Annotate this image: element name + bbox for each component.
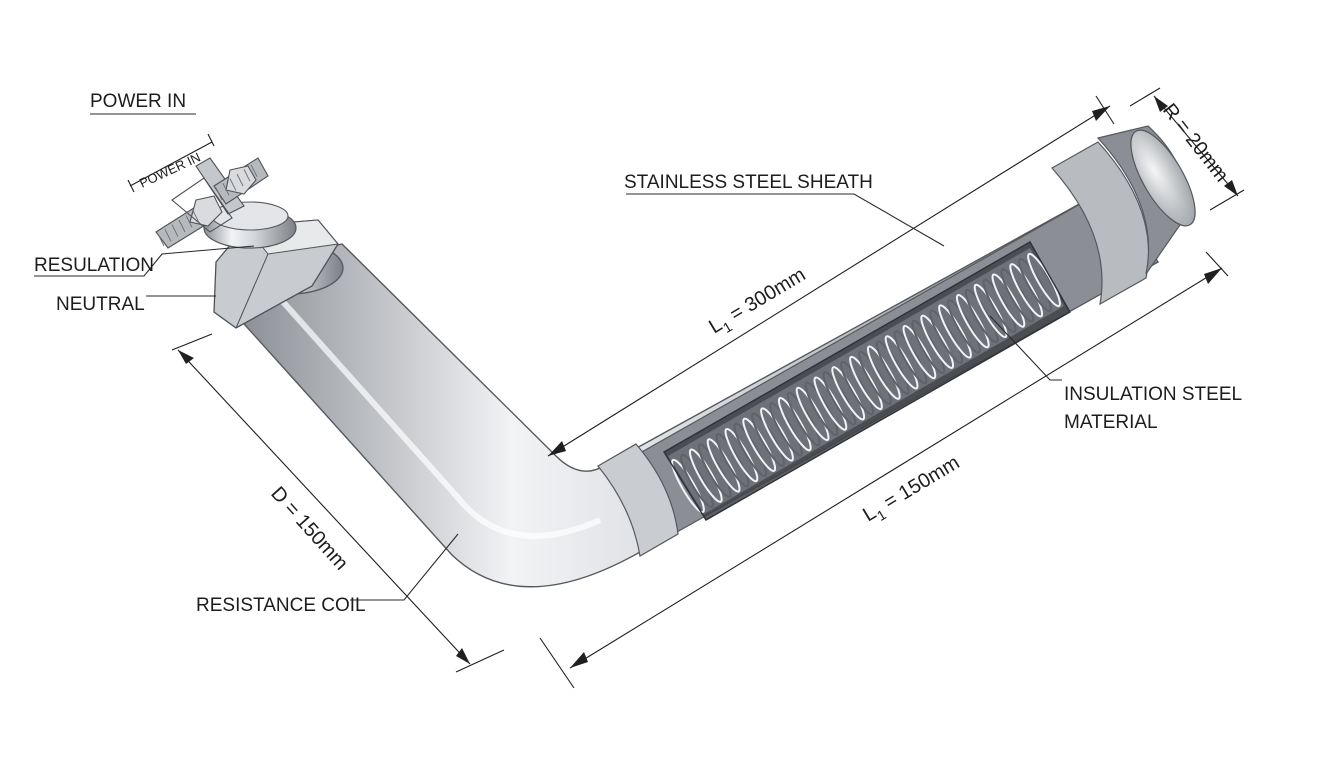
thread-line bbox=[185, 215, 193, 228]
coil-turn bbox=[964, 288, 999, 344]
thread-line bbox=[171, 224, 179, 237]
dim-l1-300: L1 = 300mm bbox=[705, 264, 811, 342]
coil-turn bbox=[724, 427, 759, 483]
thread-line bbox=[243, 169, 251, 182]
coil-turn bbox=[1009, 263, 1044, 318]
coil-turn bbox=[1000, 268, 1035, 323]
coil-turn bbox=[902, 324, 937, 380]
coil-turn bbox=[786, 391, 821, 447]
dimension-lines bbox=[127, 87, 1245, 689]
coil-turn bbox=[955, 294, 990, 349]
thread-line bbox=[215, 187, 223, 201]
coil-turn bbox=[697, 443, 732, 498]
coil-turn bbox=[751, 412, 785, 467]
coil-turn bbox=[911, 319, 946, 375]
coil-turn bbox=[1018, 257, 1052, 313]
thread-line bbox=[236, 173, 244, 187]
coil-turn bbox=[760, 407, 794, 462]
cutaway-window bbox=[663, 241, 1071, 521]
coil-turn bbox=[991, 273, 1026, 328]
label-insulation-line2: MATERIAL bbox=[1064, 412, 1158, 433]
label-power-in-small: POWER IN bbox=[137, 149, 203, 190]
thread-line bbox=[157, 233, 165, 247]
coil-turn bbox=[938, 304, 972, 359]
coil-turn bbox=[920, 314, 955, 369]
label-insulation-line1: INSULATION STEEL bbox=[1064, 384, 1242, 405]
collar-band bbox=[597, 443, 679, 557]
label-neutral: NEUTRAL bbox=[56, 294, 145, 315]
coil-turn bbox=[733, 422, 768, 478]
leader-lines bbox=[34, 113, 1062, 601]
coil-turn bbox=[813, 376, 848, 431]
coil-turn bbox=[982, 278, 1017, 333]
coil-turn bbox=[671, 458, 705, 514]
coil-turn bbox=[822, 371, 857, 426]
coil-turn bbox=[893, 330, 928, 385]
coil-turn bbox=[715, 433, 750, 488]
coil-turn bbox=[947, 299, 981, 354]
coil-turn bbox=[849, 355, 883, 411]
coil-turn bbox=[769, 402, 803, 457]
coil-turn bbox=[804, 381, 839, 436]
coil-turn bbox=[929, 309, 963, 364]
thread-line bbox=[192, 210, 200, 223]
thread-line bbox=[164, 229, 172, 242]
coil-turn bbox=[777, 397, 812, 452]
dim-l1-150: L1 = 150mm bbox=[859, 452, 965, 530]
label-stainless-steel-sheath: STAINLESS STEEL SHEATH bbox=[624, 172, 873, 193]
end-cap bbox=[1051, 125, 1196, 306]
coil-turn bbox=[875, 340, 910, 395]
tube-body bbox=[235, 185, 1159, 588]
coil-turn bbox=[858, 350, 892, 406]
coil-turn bbox=[795, 386, 830, 442]
stud-nut bbox=[189, 195, 223, 227]
coil-turn bbox=[688, 448, 723, 503]
coil-turn bbox=[866, 345, 901, 400]
coil-turn bbox=[973, 283, 1008, 339]
label-resulation: RESULATION bbox=[34, 255, 154, 276]
coil-turn bbox=[680, 453, 714, 509]
thread-line bbox=[250, 164, 258, 177]
coil-turn bbox=[706, 438, 741, 493]
coil-turn bbox=[884, 335, 919, 390]
stud-nut bbox=[225, 165, 257, 195]
coil-turn bbox=[831, 366, 866, 421]
coil-turn bbox=[840, 360, 874, 416]
terminal-studs bbox=[155, 157, 269, 249]
label-resistance-coil: RESISTANCE COIL bbox=[196, 595, 366, 616]
thread-line bbox=[229, 178, 237, 191]
thread-line bbox=[178, 219, 186, 233]
resistance-coil bbox=[668, 248, 1064, 514]
terminal-tab bbox=[171, 177, 233, 233]
coil-turn bbox=[742, 417, 777, 472]
label-power-in: POWER IN bbox=[90, 91, 186, 112]
dim-d-150: D = 150mm bbox=[266, 483, 352, 575]
thread-line bbox=[222, 183, 230, 196]
